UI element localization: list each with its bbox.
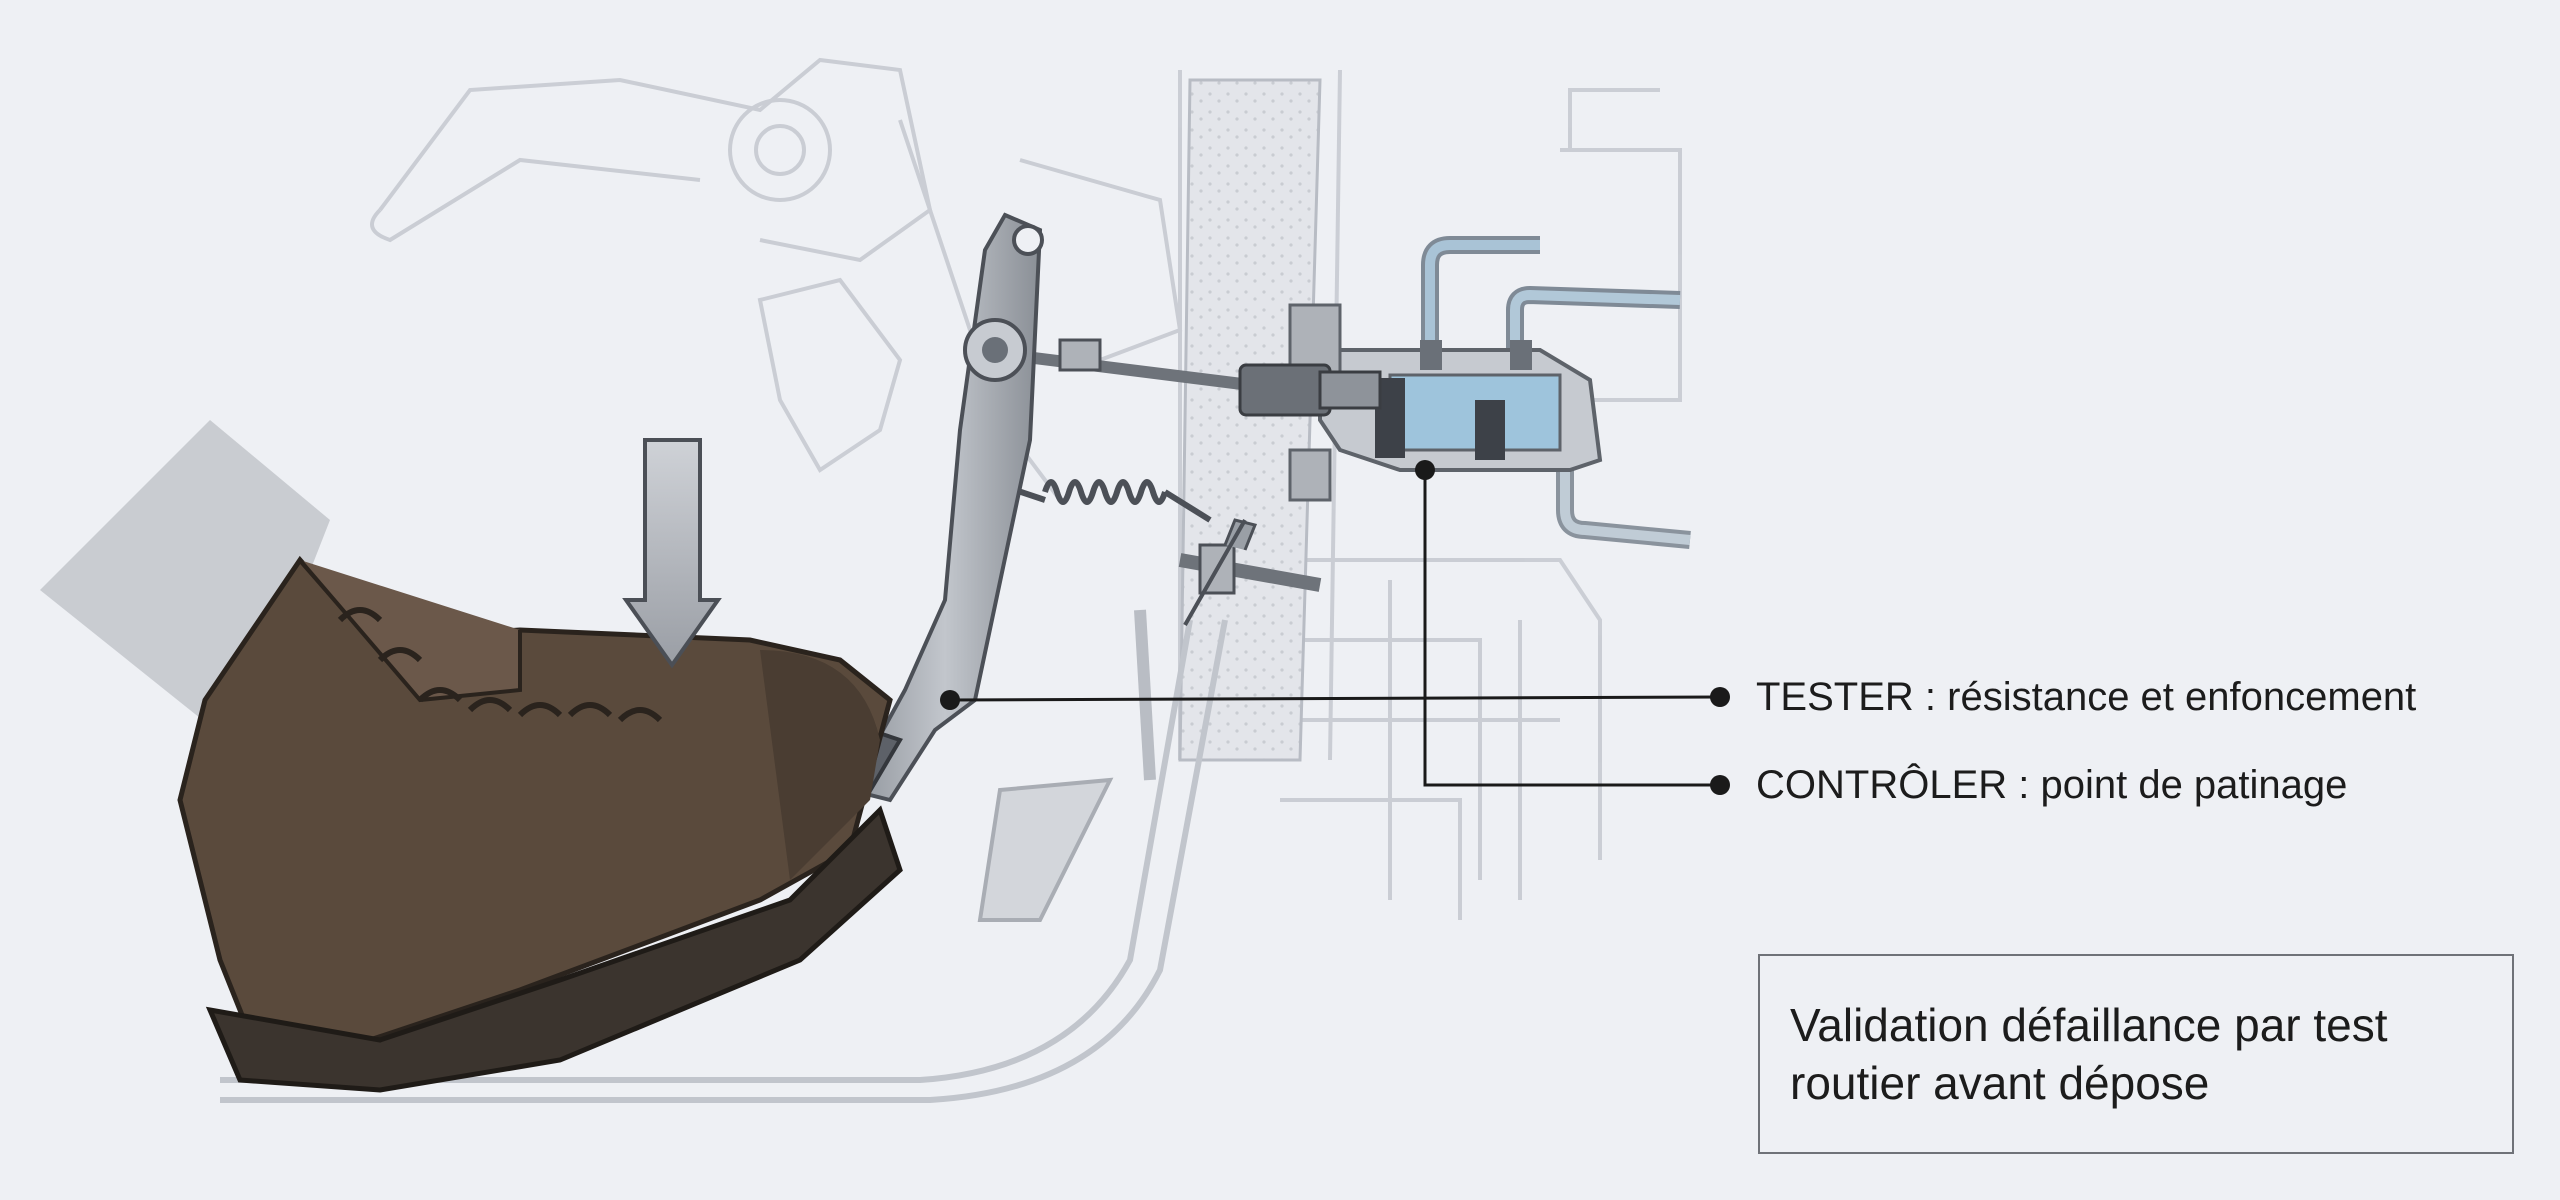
ghost-dashboard-structure xyxy=(370,57,1682,920)
clutch-pushrod xyxy=(1009,338,1382,417)
callout-check-bite-point: CONTRÔLER : point de patinage xyxy=(1756,763,2348,807)
floor-rail xyxy=(220,619,1228,1103)
pedal-switch-bolt xyxy=(1178,518,1322,626)
firewall-insulation xyxy=(1178,78,1322,762)
callout-leader-cylinder xyxy=(1415,460,1730,795)
callout-test-pedal: TESTER : résistance et enfoncement xyxy=(1756,675,2417,719)
accelerator-pedal xyxy=(977,609,1156,922)
note-text: Validation défaillance par test routier … xyxy=(1790,999,2388,1109)
callout-leader-pedal xyxy=(940,687,1730,710)
hydraulic-lines xyxy=(1421,236,1691,549)
press-down-arrow-icon xyxy=(622,438,722,669)
boot-and-leg xyxy=(40,420,903,1093)
note-box: Validation défaillance par test routier … xyxy=(1758,954,2514,1154)
